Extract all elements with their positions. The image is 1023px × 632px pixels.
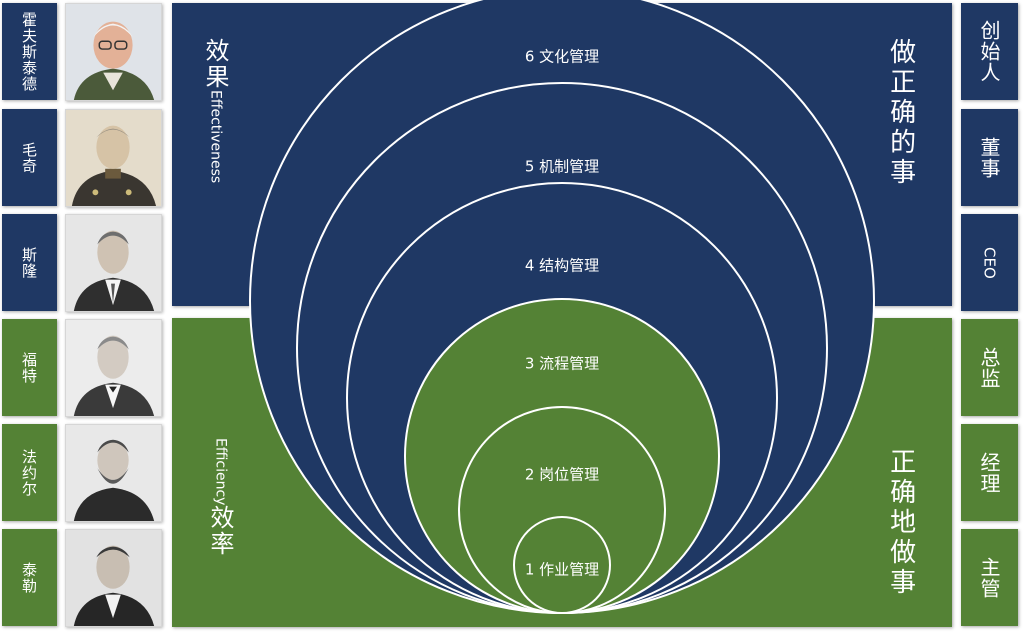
role-tile-head: 总监 (961, 319, 1018, 416)
name-label: 斯隆 (20, 246, 38, 279)
portrait-businessman-icon (66, 215, 161, 311)
role-tile-ceo: CEO (961, 214, 1018, 311)
role-label: 主管 (977, 556, 1001, 599)
level-4-label: 4 结构管理 (525, 257, 599, 275)
name-tile-ford: 福特 (2, 319, 57, 416)
portrait-moltke (65, 109, 162, 207)
level-6-label: 6 文化管理 (525, 48, 599, 66)
portrait-businessman-icon (66, 530, 161, 626)
portrait-sloan (65, 214, 162, 312)
name-tile-sloan: 斯隆 (2, 214, 57, 311)
level-1-circle (513, 516, 611, 614)
do-things-right-label: 正确地做事 (885, 448, 916, 598)
portrait-fayol (65, 424, 162, 522)
role-tile-founder: 创始人 (961, 3, 1018, 100)
effectiveness-zh: 效果 (201, 38, 229, 90)
efficiency-zh: 效率 (206, 505, 234, 558)
portrait-ford (65, 319, 162, 417)
name-label: 泰勒 (20, 561, 38, 594)
do-right-things-label: 做正确的事 (885, 38, 916, 188)
role-label: 创始人 (977, 20, 1001, 83)
name-label: 霍夫斯泰德 (20, 11, 38, 92)
portrait-military-officer-icon (66, 110, 161, 206)
name-tile-taylor: 泰勒 (2, 529, 57, 626)
level-1-label: 1 作业管理 (525, 561, 599, 579)
portrait-bearded-man-icon (66, 425, 161, 521)
portrait-elderly-man-glasses-icon (66, 4, 161, 100)
level-2-label: 2 岗位管理 (525, 466, 599, 484)
level-5-label: 5 机制管理 (525, 158, 599, 176)
name-label: 毛奇 (20, 141, 38, 174)
role-label: CEO (980, 246, 999, 279)
role-tile-manager: 经理 (961, 424, 1018, 521)
portrait-hofstede (65, 3, 162, 101)
role-label: 总监 (977, 346, 1001, 389)
role-label: 经理 (977, 451, 1001, 494)
name-tile-moltke: 毛奇 (2, 109, 57, 206)
name-tile-hofstede: 霍夫斯泰德 (2, 3, 57, 100)
efficiency-en: Efficiency (212, 438, 229, 506)
efficiency-label: Efficiency 效率 (203, 438, 238, 557)
name-tile-fayol: 法约尔 (2, 424, 57, 521)
effectiveness-label: 效果 Effectiveness (198, 38, 233, 183)
portrait-taylor (65, 529, 162, 627)
role-label: 董事 (977, 136, 1001, 179)
level-3-label: 3 流程管理 (525, 355, 599, 373)
portrait-businessman-icon (66, 320, 161, 416)
name-label: 法约尔 (20, 448, 38, 497)
role-tile-director: 董事 (961, 109, 1018, 206)
role-tile-supervisor: 主管 (961, 529, 1018, 626)
effectiveness-en: Effectiveness (207, 90, 224, 184)
name-label: 福特 (20, 351, 38, 384)
